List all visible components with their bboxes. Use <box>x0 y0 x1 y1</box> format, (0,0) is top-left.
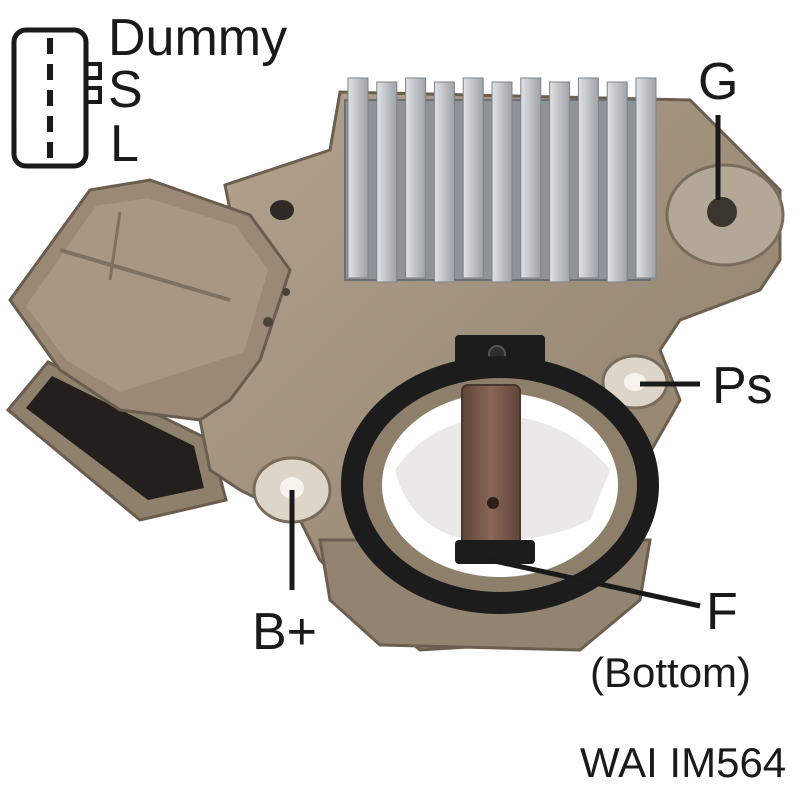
heatsink-fin <box>606 81 628 283</box>
f-terminal-label: F <box>706 583 738 641</box>
heatsink-fin <box>405 77 427 279</box>
heatsink-fin <box>577 77 599 279</box>
g-terminal-label: G <box>698 53 739 111</box>
heatsink <box>344 77 657 283</box>
heatsink-fin <box>549 81 571 283</box>
f-bottom-note: (Bottom) <box>590 649 752 696</box>
heatsink-fin <box>376 81 398 283</box>
connector-block <box>8 178 292 422</box>
connector-pin-symbol <box>11 27 102 169</box>
brush-holder <box>341 335 659 614</box>
heatsink-fin <box>491 81 513 283</box>
heatsink-fin <box>433 81 455 283</box>
bplus-terminal-label: B+ <box>252 603 318 661</box>
leader-lines <box>289 115 721 609</box>
heatsink-fin <box>347 77 369 279</box>
f-leader-line <box>489 557 701 609</box>
heatsink-fin <box>520 77 542 279</box>
part-number-label: WAI IM564 <box>580 739 787 786</box>
heatsink-fin <box>462 77 484 279</box>
heatsink-fin <box>635 77 657 279</box>
l-pin-label: L <box>110 115 139 173</box>
s-pin-label: S <box>108 61 143 119</box>
dummy-pin-label: Dummy <box>108 9 288 67</box>
ps-terminal-label: Ps <box>712 357 773 415</box>
